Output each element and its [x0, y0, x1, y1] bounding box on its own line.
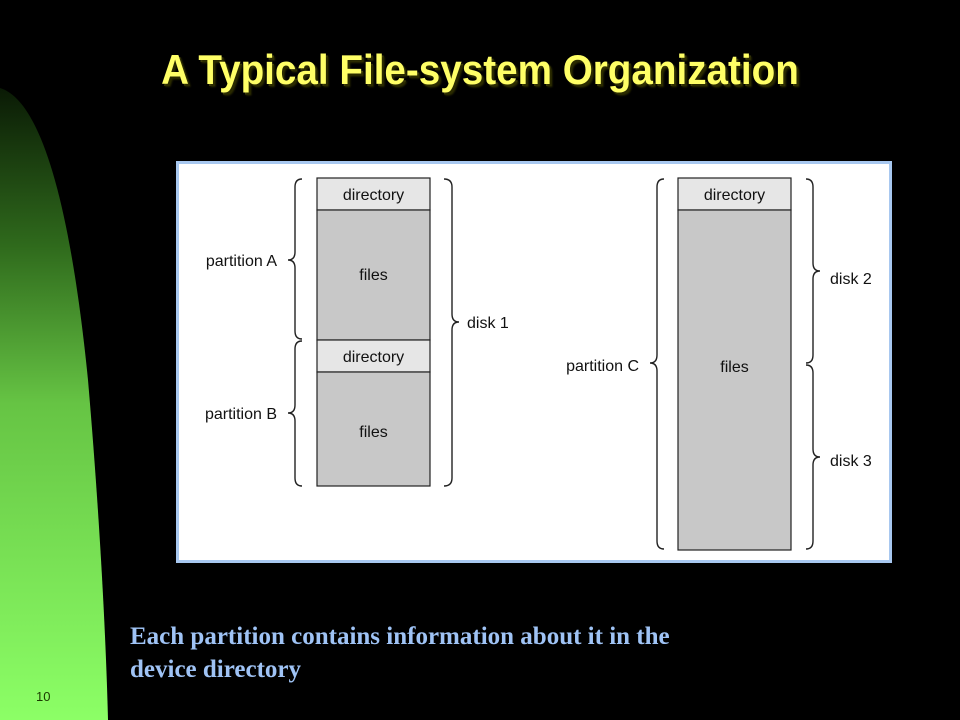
- partition-c-stack: directory files: [677, 177, 792, 551]
- disk2-label: disk 2: [830, 271, 872, 288]
- disk1-brace: [443, 178, 460, 487]
- caption-line-2: device directory: [130, 656, 301, 683]
- partition-b-directory-block: [316, 339, 431, 373]
- slide-caption: Each partition contains information abou…: [130, 620, 850, 686]
- disk2-brace: [805, 178, 821, 364]
- slide-title: A Typical File-system Organization: [161, 46, 799, 93]
- disk1-label: disk 1: [467, 315, 509, 332]
- partition-c-directory-block: [677, 177, 792, 211]
- partition-a-brace: [287, 178, 303, 340]
- partition-c-directory-label: directory: [704, 187, 765, 204]
- disk3-label: disk 3: [830, 453, 872, 470]
- partition-c-label: partition C: [566, 358, 639, 375]
- disk1-stack: directory files directory files: [316, 177, 431, 487]
- partition-a-files-label: files: [359, 267, 387, 284]
- file-system-diagram: directory files directory files director…: [176, 161, 892, 563]
- partition-a-directory-label: directory: [343, 187, 404, 204]
- partition-b-label: partition B: [205, 406, 277, 423]
- partition-a-files-block: [316, 209, 431, 341]
- partition-b-files-label: files: [359, 424, 387, 441]
- disk3-brace: [805, 364, 821, 550]
- partition-c-files-block: [677, 209, 792, 551]
- partition-b-directory-label: directory: [343, 349, 404, 366]
- partition-c-files-label: files: [720, 359, 748, 376]
- partition-a-label: partition A: [206, 253, 277, 270]
- partition-b-brace: [287, 340, 303, 487]
- partition-c-brace: [649, 178, 665, 550]
- page-number: 10: [36, 689, 51, 704]
- caption-line-1: Each partition contains information abou…: [130, 623, 670, 650]
- partition-b-files-block: [316, 371, 431, 487]
